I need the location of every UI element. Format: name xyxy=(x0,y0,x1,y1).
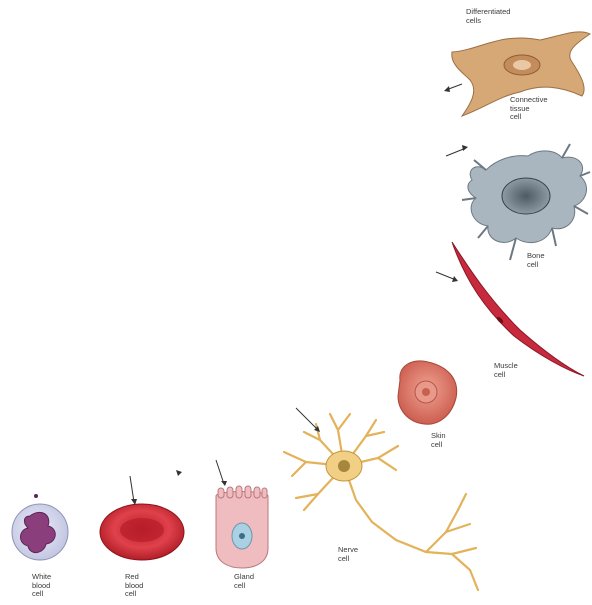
skin-cell-icon xyxy=(398,361,457,424)
muscle-cell-icon xyxy=(436,242,584,376)
red-blood-cell-label: Red blood cell xyxy=(125,573,143,599)
nerve-cell-icon xyxy=(284,408,478,590)
bone-cell-icon xyxy=(446,144,590,260)
gland-cell-label: Gland cell xyxy=(234,573,254,590)
skin-cell-label: Skin cell xyxy=(431,432,446,449)
nerve-cell-label: Nerve cell xyxy=(338,546,358,563)
heading-differentiated-cells: Differentiated cells xyxy=(466,8,510,25)
white-blood-cell-icon xyxy=(12,494,68,560)
muscle-cell-label: Muscle cell xyxy=(494,362,518,379)
connective-tissue-cell-label: Connective tissue cell xyxy=(510,96,548,122)
white-blood-cell-label: White blood cell xyxy=(32,573,51,599)
bone-cell-label: Bone cell xyxy=(527,252,545,269)
gland-cell-icon xyxy=(216,460,268,568)
red-blood-cell-icon xyxy=(100,470,184,560)
